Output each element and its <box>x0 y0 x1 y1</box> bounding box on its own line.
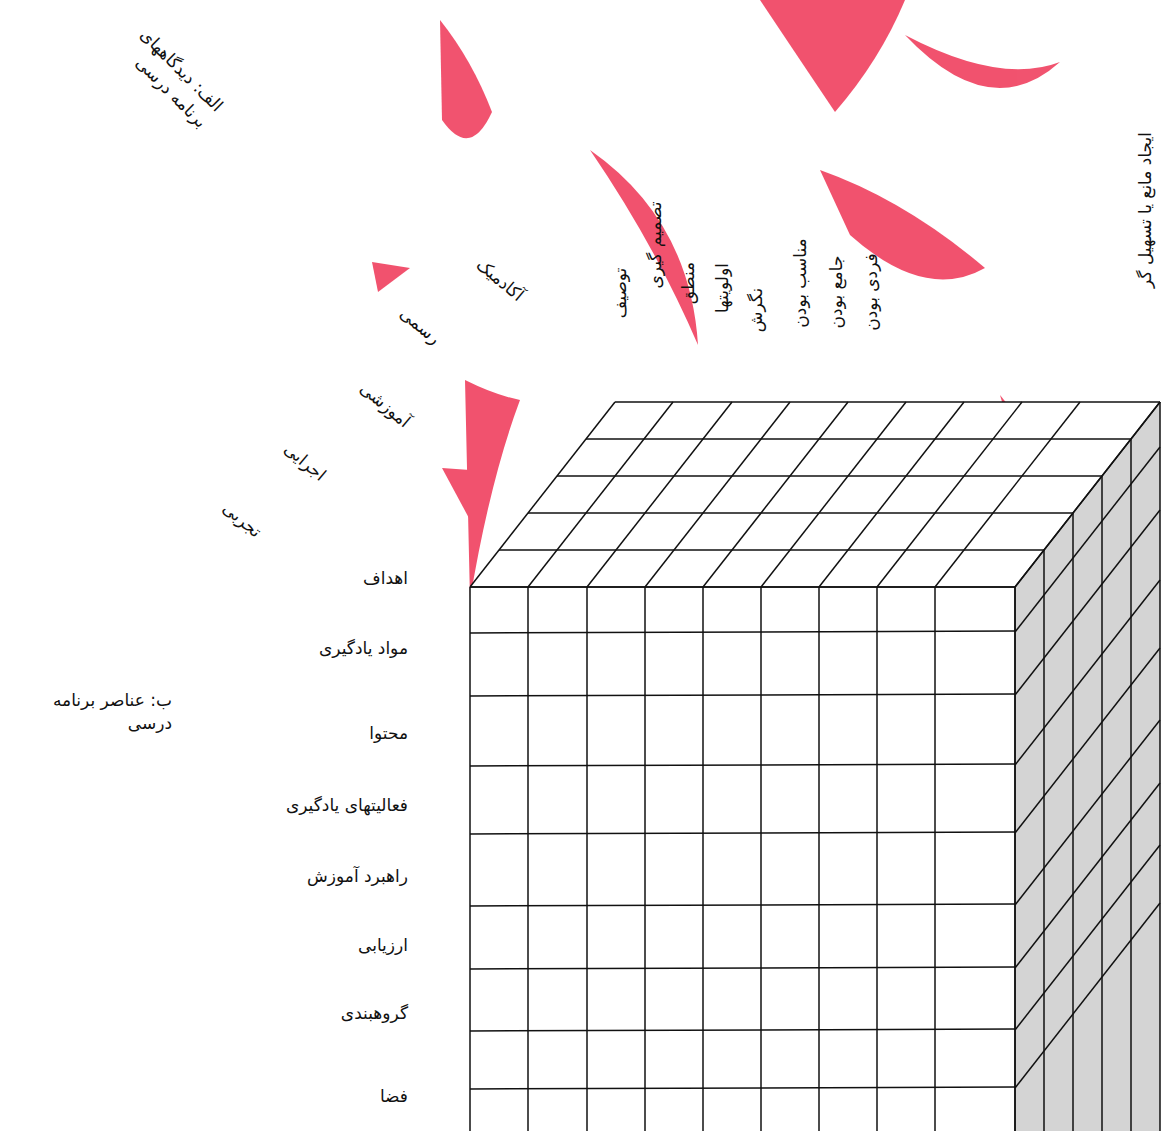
cube-grid-line <box>470 904 1015 906</box>
criterion-label: نگرش <box>745 288 768 332</box>
element-label: راهبرد آموزش <box>307 865 408 888</box>
cube-grid-line <box>470 1087 1015 1089</box>
cube-grid-line <box>818 587 820 1131</box>
cube-grid-line <box>586 438 1131 440</box>
cube-grid-line <box>1130 439 1132 1131</box>
perspective-label: اجرایی <box>279 438 331 487</box>
cube-grid-line <box>557 475 1102 477</box>
cube-grid-line <box>469 587 471 1131</box>
cube-grid-line <box>1015 720 1160 905</box>
cube-grid-line <box>1015 903 1160 1088</box>
cube-grid-line <box>761 402 906 587</box>
cube-grid-line <box>760 587 762 1131</box>
perspective-label: تجربی <box>218 497 266 543</box>
cube-grid-line <box>702 587 704 1131</box>
cube-grid-line <box>470 402 615 587</box>
cube-grid-line <box>528 402 673 587</box>
cube-grid-line <box>644 587 646 1131</box>
criterion-label: اولویتها <box>711 263 734 313</box>
cube-grid-line <box>1101 476 1103 1131</box>
cube-grid-line <box>1015 447 1160 632</box>
cube-top-face <box>470 402 1160 587</box>
element-label: ارزیابی <box>358 934 408 957</box>
criterion-label: فردی بودن <box>860 253 883 330</box>
element-label: فضا <box>380 1085 408 1108</box>
criterion-label: جامع بودن <box>825 256 848 329</box>
watermark-shape <box>905 35 1060 88</box>
cube-grid-line <box>1015 648 1160 833</box>
cube-grid-line <box>470 764 1015 766</box>
criterion-label: مناسب بودن <box>789 238 812 327</box>
watermark-shape <box>760 0 905 112</box>
cube-front-face <box>470 587 1015 1131</box>
element-label: فعالیتهای یادگیری <box>286 794 408 817</box>
cube-grid-line <box>1014 587 1016 1131</box>
cube-grid-line <box>1015 845 1160 1030</box>
cube-grid-line <box>876 587 878 1131</box>
cube-grid-line <box>470 586 1015 588</box>
criterion-label: منطق <box>677 262 700 304</box>
watermark-shape <box>372 262 410 292</box>
cube-grid-line <box>1043 550 1045 1131</box>
cube-grid <box>470 402 1160 1131</box>
cube-grid-line <box>470 586 1015 588</box>
cube-grid-line <box>1072 513 1074 1131</box>
perspective-label: آموزشی <box>355 377 415 433</box>
criterion-label: توصیف <box>609 268 632 319</box>
cube-grid-line <box>935 402 1080 587</box>
cube-grid-line <box>934 587 936 1131</box>
cube-grid-line <box>470 967 1015 969</box>
cube-grid-line <box>615 401 1160 403</box>
cube-grid-line <box>1015 402 1160 587</box>
cube-grid-line <box>586 587 588 1131</box>
element-label: گروهبندی <box>341 1002 408 1025</box>
cube-grid-line <box>1014 587 1016 1131</box>
perspective-label: آکادمیک <box>472 254 529 307</box>
cube-grid-line <box>470 832 1015 834</box>
cube-grid-line <box>470 631 1015 633</box>
cube-grid-line <box>1015 402 1160 587</box>
cube-grid-line <box>819 402 964 587</box>
element-label: اهداف <box>363 567 408 590</box>
watermark-shape <box>590 150 698 345</box>
cube-grid-line <box>1015 580 1160 765</box>
criterion-label: تصمیم گیری <box>644 201 667 288</box>
perspective-label: رسمی <box>395 302 445 349</box>
cube-grid-line <box>703 402 848 587</box>
element-label: محتوا <box>369 722 408 745</box>
cube-grid-line <box>527 587 529 1131</box>
cube-grid-line <box>1015 783 1160 968</box>
cube-grid-line <box>877 402 1022 587</box>
cube-grid-line <box>470 1029 1015 1031</box>
group-heading: الف: دیدگاههای برنامه درسی <box>112 17 228 133</box>
cube-grid-line <box>587 402 732 587</box>
criterion-label: ایجاد مانع یا تسهیل گر <box>1134 132 1157 288</box>
cube-grid-line <box>470 694 1015 696</box>
element-label: مواد یادگیری <box>319 637 408 660</box>
watermark-shape <box>440 20 492 138</box>
watermark-shape <box>442 468 470 520</box>
cube-grid-line <box>528 512 1073 514</box>
cube-grid-line <box>1015 510 1160 695</box>
group-heading: ب: عناصر برنامه درسی <box>4 689 172 735</box>
cube-grid-line <box>645 402 790 587</box>
cube-grid-line <box>499 549 1044 551</box>
